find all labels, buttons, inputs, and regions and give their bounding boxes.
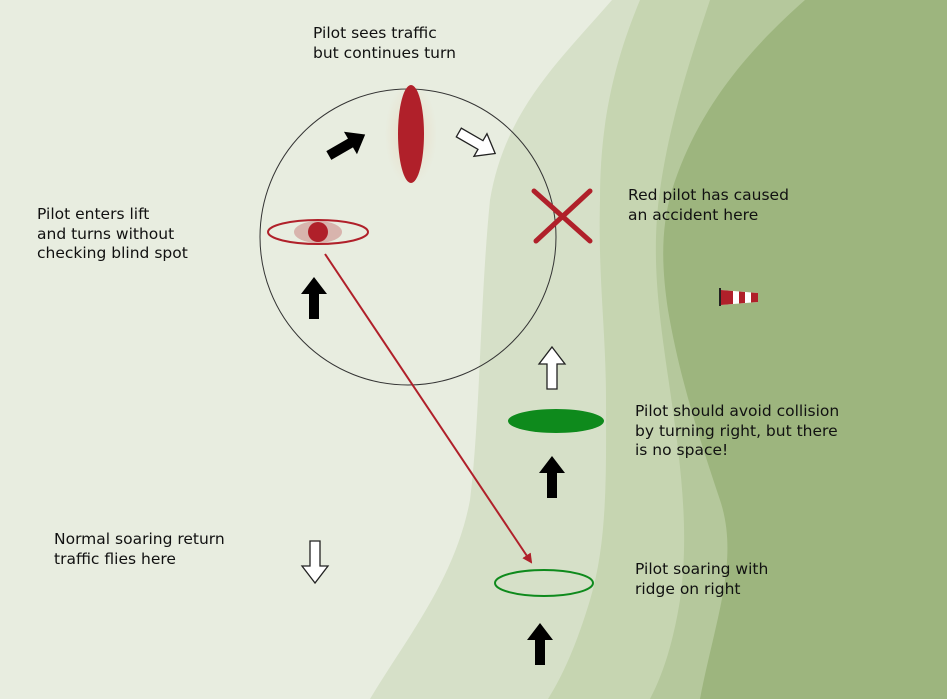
ridge-hill	[663, 0, 947, 699]
arrow-up-icon	[527, 623, 553, 665]
green-pilot-filled	[508, 409, 604, 433]
windsock-icon	[719, 288, 758, 306]
arrow-up-outline-icon	[537, 345, 567, 390]
label-ridge-right: Pilot soaring with ridge on right	[635, 560, 769, 598]
arrow-down-outline-icon	[300, 540, 330, 585]
arrow-up-right-icon	[326, 131, 366, 160]
green-pilot-outline	[494, 569, 594, 597]
arrow-down-right-outline-icon	[455, 127, 497, 158]
label-return-traffic: Normal soaring return traffic flies here	[54, 530, 225, 568]
arrow-up-icon	[539, 456, 565, 498]
label-enters-lift: Pilot enters lift and turns without chec…	[37, 205, 188, 262]
red-pilot-entering-dot	[308, 222, 328, 242]
label-avoid-collision: Pilot should avoid collision by turning …	[635, 402, 840, 459]
arrow-up-icon	[301, 277, 327, 319]
red-trajectory-arrow	[324, 253, 533, 564]
red-pilot-turning	[398, 85, 424, 183]
x-cross-icon	[531, 188, 593, 244]
label-accident: Red pilot has caused an accident here	[628, 186, 789, 224]
label-top-turn: Pilot sees traffic but continues turn	[313, 24, 456, 62]
red-pilot-entering-outline	[267, 219, 369, 245]
